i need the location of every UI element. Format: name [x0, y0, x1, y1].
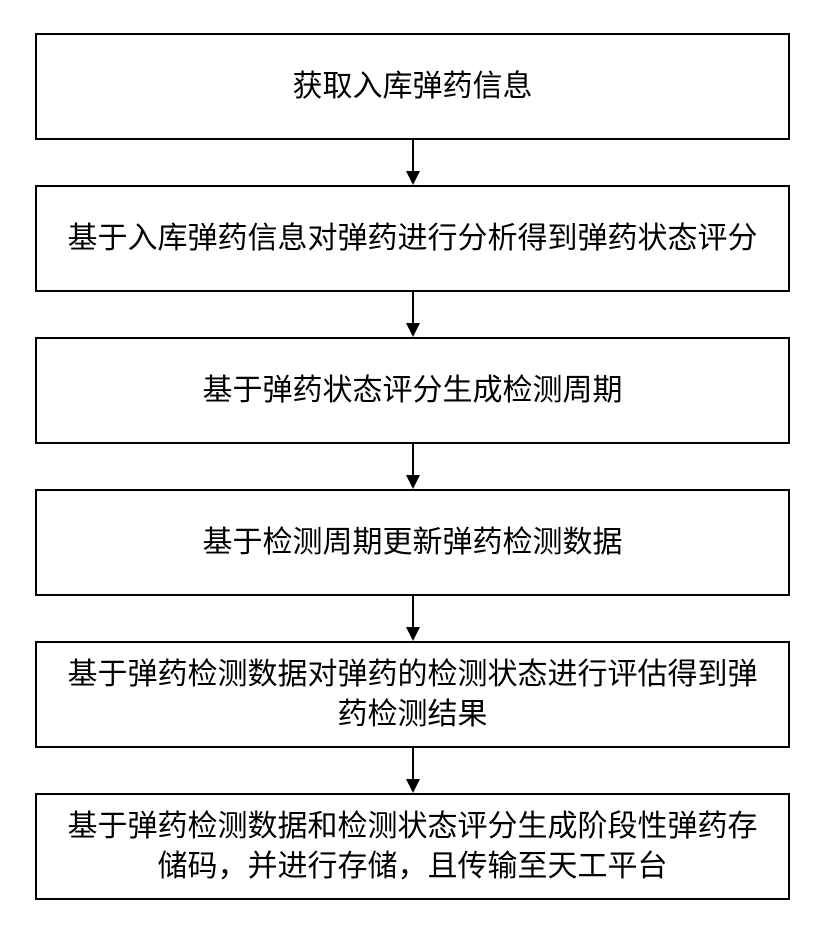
- down-arrow-1: [405, 140, 420, 185]
- down-arrow-5: [405, 748, 420, 793]
- flow-step-1: 获取入库弹药信息: [35, 33, 790, 140]
- down-arrow-4: [405, 596, 420, 641]
- down-arrow-3: [405, 444, 420, 489]
- flow-step-5: 基于弹药检测数据对弹药的检测状态进行评估得到弹药检测结果: [35, 641, 790, 748]
- flow-step-2-label: 基于入库弹药信息对弹药进行分析得到弹药状态评分: [67, 220, 758, 256]
- arrow-head-icon: [405, 779, 420, 793]
- arrow-head-icon: [405, 171, 420, 185]
- arrow-head-icon: [405, 323, 420, 337]
- flow-step-2: 基于入库弹药信息对弹药进行分析得到弹药状态评分: [35, 185, 790, 292]
- arrow-shaft: [411, 596, 414, 627]
- arrow-shaft: [411, 444, 414, 475]
- flow-step-5-label: 基于弹药检测数据对弹药的检测状态进行评估得到弹药检测结果: [67, 656, 758, 732]
- arrow-shaft: [411, 292, 414, 323]
- arrow-head-icon: [405, 627, 420, 641]
- down-arrow-2: [405, 292, 420, 337]
- flow-step-1-label: 获取入库弹药信息: [292, 68, 533, 104]
- flow-step-3-label: 基于弹药状态评分生成检测周期: [202, 372, 623, 408]
- arrow-head-icon: [405, 475, 420, 489]
- arrow-shaft: [411, 748, 414, 779]
- flow-step-4: 基于检测周期更新弹药检测数据: [35, 489, 790, 596]
- flow-step-4-label: 基于检测周期更新弹药检测数据: [202, 524, 623, 560]
- flow-step-3: 基于弹药状态评分生成检测周期: [35, 337, 790, 444]
- flow-step-6-label: 基于弹药检测数据和检测状态评分生成阶段性弹药存储码，并进行存储，且传输至天工平台: [67, 808, 758, 884]
- arrow-shaft: [411, 140, 414, 171]
- flow-step-6: 基于弹药检测数据和检测状态评分生成阶段性弹药存储码，并进行存储，且传输至天工平台: [35, 793, 790, 900]
